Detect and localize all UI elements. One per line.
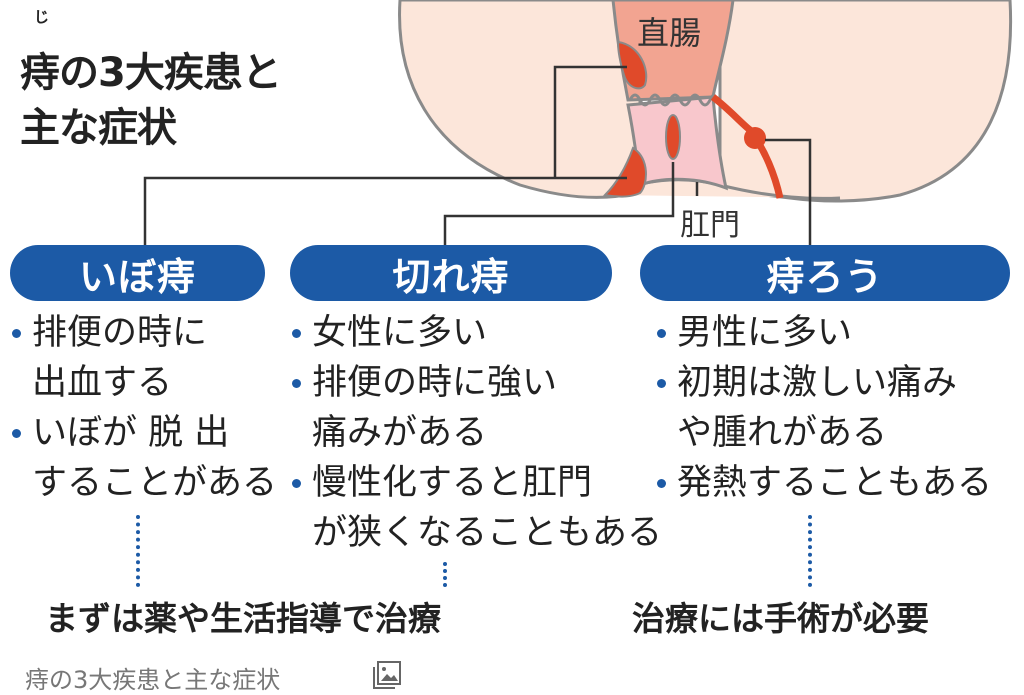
symptom-list-jiro: 男性に多い 初期は激しい痛み や腫れがある 発熱することもある	[655, 308, 992, 508]
bullet-icon	[657, 329, 666, 338]
item-text: が狭くなることもある	[312, 513, 663, 553]
internal-hemorrhoid	[616, 40, 648, 90]
list-item: いぼが 脱 出	[10, 408, 277, 458]
bullet-icon	[292, 379, 301, 388]
item-text: 慢性化すると肛門	[312, 463, 593, 503]
title-ruby: じ	[34, 8, 50, 26]
page-title-line2: 主な症状	[20, 105, 177, 151]
treatment-medication: まずは薬や生活指導で治療	[45, 599, 441, 638]
right-buttock	[718, 0, 1013, 203]
heading-kire-ji: 切れ痔	[290, 245, 612, 301]
item-text: 痛みがある	[312, 413, 488, 453]
symptom-list-ibo-ji: 排便の時に 出血する いぼが 脱 出 することがある	[10, 308, 277, 508]
list-item: 男性に多い	[655, 308, 992, 358]
item-text: 排便の時に	[32, 313, 208, 353]
item-text: 男性に多い	[677, 313, 853, 353]
anal-fissure	[665, 114, 681, 160]
anus-label: 肛門	[680, 208, 740, 243]
rectum-label: 直腸	[637, 14, 702, 52]
list-item: 排便の時に強い	[290, 358, 662, 408]
dotted-connector	[136, 515, 140, 587]
item-text: 初期は激しい痛み	[677, 363, 958, 403]
image-caption: 痔の3大疾患と主な症状	[25, 666, 281, 694]
image-gallery-icon[interactable]	[372, 660, 402, 690]
dotted-connector	[808, 515, 812, 587]
connector-lines	[143, 65, 812, 245]
bullet-icon	[12, 329, 21, 338]
bullet-icon	[12, 429, 21, 438]
item-text: することがある	[32, 463, 278, 503]
item-text: 発熱することもある	[677, 463, 993, 503]
treatment-surgery: 治療には手術が必要	[632, 599, 929, 638]
list-item: 慢性化すると肛門	[290, 458, 662, 508]
bullet-icon	[292, 479, 301, 488]
list-item: 発熱することもある	[655, 458, 992, 508]
item-text: 出血する	[32, 363, 173, 403]
heading-ibo-ji: いぼ痔	[10, 245, 265, 301]
bullet-icon	[292, 329, 301, 338]
anatomy-illustration	[143, 0, 1013, 245]
dotted-connector	[443, 562, 447, 587]
list-item: 女性に多い	[290, 308, 662, 358]
item-text: いぼが 脱 出	[32, 413, 230, 453]
symptom-list-kire-ji: 女性に多い 排便の時に強い 痛みがある 慢性化すると肛門 が狭くなることもある	[290, 308, 662, 558]
fistula-abscess	[744, 127, 766, 149]
item-text: 女性に多い	[312, 313, 488, 353]
item-text: 排便の時に強い	[312, 363, 558, 403]
bullet-icon	[657, 479, 666, 488]
external-hemorrhoid	[602, 146, 647, 198]
item-text: や腫れがある	[677, 413, 888, 453]
bullet-icon	[657, 379, 666, 388]
list-item: 排便の時に	[10, 308, 277, 358]
dentate-line	[628, 93, 717, 107]
heading-jiro: 痔ろう	[640, 245, 1010, 301]
page-title-line1: 痔の3大疾患と	[20, 50, 282, 96]
left-buttock	[398, 0, 642, 199]
list-item: 初期は激しい痛み	[655, 358, 992, 408]
